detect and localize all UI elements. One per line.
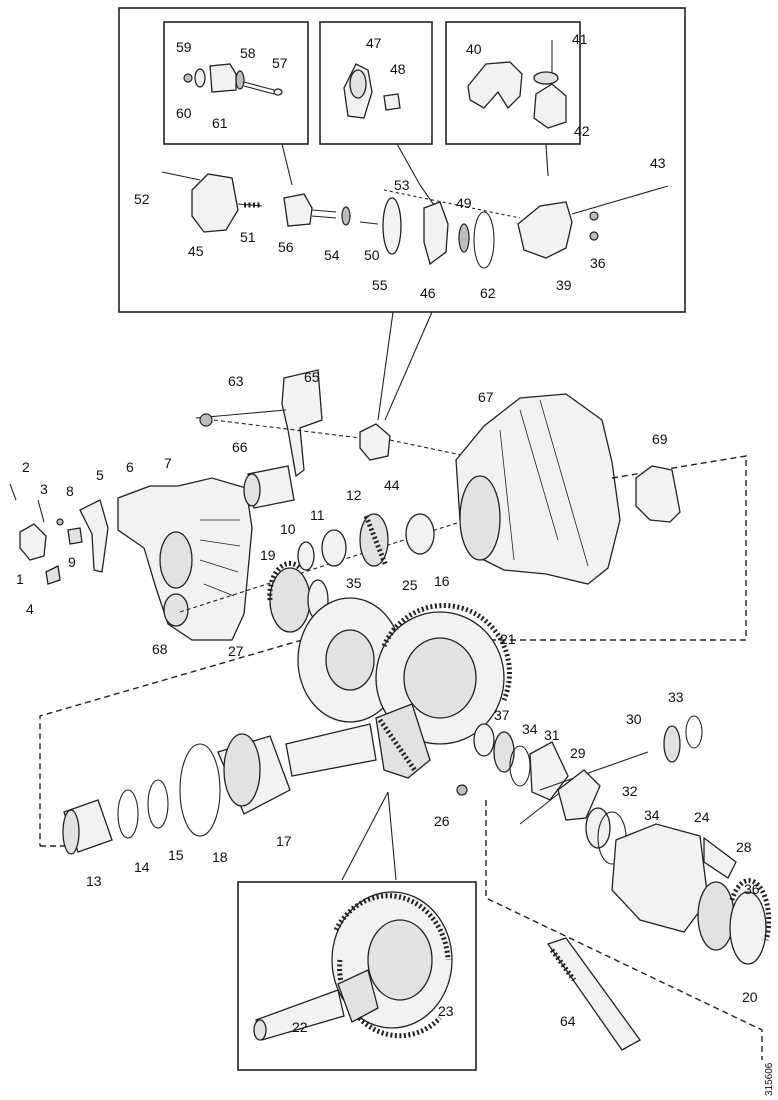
- shaft-64: [546, 937, 641, 1051]
- diff-carrier-24: [611, 823, 772, 965]
- gear-train-10-19: [179, 513, 461, 633]
- callout-1: 1: [16, 571, 24, 587]
- callout-52: 52: [134, 191, 150, 207]
- callout-17: 17: [276, 833, 292, 849]
- callout-44: 44: [384, 477, 400, 493]
- callout-36a: 36: [744, 881, 760, 897]
- top-row-assembly: [161, 171, 669, 269]
- callout-56: 56: [278, 239, 294, 255]
- callout-9: 9: [68, 554, 76, 570]
- callout-labels: 1 2 3 4 5 6 7 8 9 10 11 12 13 14 15 16 1…: [16, 31, 775, 1096]
- callout-14: 14: [134, 859, 150, 875]
- callout-6: 6: [126, 459, 134, 475]
- part-69: [635, 465, 681, 523]
- callout-7: 7: [164, 455, 172, 471]
- callout-26: 26: [434, 813, 450, 829]
- inset-cover-parts: [343, 63, 401, 119]
- callout-33: 33: [668, 689, 684, 705]
- axle-housing-67: [455, 393, 747, 585]
- callout-36b: 36: [590, 255, 606, 271]
- callout-34b: 34: [644, 807, 660, 823]
- callout-28: 28: [736, 839, 752, 855]
- callout-66: 66: [232, 439, 248, 455]
- callout-48: 48: [390, 61, 406, 77]
- callout-62: 62: [480, 285, 496, 301]
- callout-30: 30: [626, 711, 642, 727]
- callout-21: 21: [500, 631, 516, 647]
- callout-34a: 34: [522, 721, 538, 737]
- callout-47: 47: [366, 35, 382, 51]
- callout-25: 25: [402, 577, 418, 593]
- part-44: [359, 423, 467, 461]
- callout-55: 55: [372, 277, 388, 293]
- callout-50: 50: [364, 247, 380, 263]
- callout-4: 4: [26, 601, 34, 617]
- callout-3: 3: [40, 481, 48, 497]
- callout-35: 35: [346, 575, 362, 591]
- inset-valve-parts: [183, 63, 283, 96]
- callout-41: 41: [572, 31, 588, 47]
- callout-68: 68: [152, 641, 168, 657]
- callout-40: 40: [466, 41, 482, 57]
- callout-64: 64: [560, 1013, 576, 1029]
- callout-23: 23: [438, 1003, 454, 1019]
- callout-2: 2: [22, 459, 30, 475]
- callout-65: 65: [304, 369, 320, 385]
- callout-32: 32: [622, 783, 638, 799]
- part-66: [243, 465, 295, 509]
- callout-57: 57: [272, 55, 288, 71]
- callout-22: 22: [292, 1019, 308, 1035]
- callout-8: 8: [66, 483, 74, 499]
- callout-16: 16: [434, 573, 450, 589]
- callout-51: 51: [240, 229, 256, 245]
- callout-45: 45: [188, 243, 204, 259]
- callout-20: 20: [742, 989, 758, 1005]
- callout-24: 24: [694, 809, 710, 825]
- callout-18: 18: [212, 849, 228, 865]
- callout-42: 42: [574, 123, 590, 139]
- callout-69: 69: [652, 431, 668, 447]
- callout-27: 27: [228, 643, 244, 659]
- differential-parts: [473, 715, 703, 865]
- callout-63: 63: [228, 373, 244, 389]
- reference-code: 315606: [764, 1062, 775, 1096]
- fork-and-bolt-63-65: [195, 369, 361, 478]
- callout-31: 31: [544, 727, 560, 743]
- callout-19: 19: [260, 547, 276, 563]
- callout-53: 53: [394, 177, 410, 193]
- callout-46: 46: [420, 285, 436, 301]
- callout-13: 13: [86, 873, 102, 889]
- gearbox-housing-6-7-68: [117, 477, 253, 641]
- callout-29: 29: [570, 745, 586, 761]
- callout-59: 59: [176, 39, 192, 55]
- callout-12: 12: [346, 487, 362, 503]
- callout-11: 11: [310, 507, 325, 523]
- pinion-bearings-13-18: [62, 733, 291, 855]
- callout-49: 49: [456, 195, 472, 211]
- callout-15: 15: [168, 847, 184, 863]
- callout-39: 39: [556, 277, 572, 293]
- top-detail-frame: [118, 7, 686, 421]
- callout-37: 37: [494, 707, 510, 723]
- callout-61: 61: [212, 115, 228, 131]
- callout-67: 67: [478, 389, 494, 405]
- crown-wheel-and-pinion: [285, 597, 512, 796]
- callout-5: 5: [96, 467, 104, 483]
- callout-58: 58: [240, 45, 256, 61]
- inset-fork-parts: [467, 40, 567, 129]
- callout-43: 43: [650, 155, 666, 171]
- left-small-parts: [9, 483, 109, 585]
- callout-54: 54: [324, 247, 340, 263]
- callout-60: 60: [176, 105, 192, 121]
- bottom-detail-frame: [237, 791, 477, 1071]
- callout-10: 10: [280, 521, 296, 537]
